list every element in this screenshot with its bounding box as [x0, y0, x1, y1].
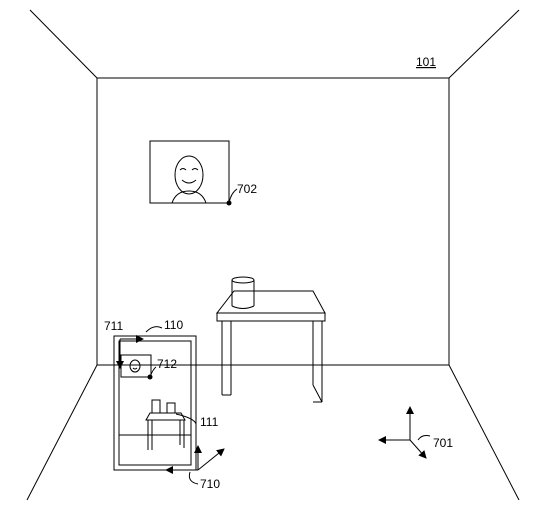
- cup: [231, 276, 255, 309]
- screen-picture-label: 712: [157, 357, 177, 371]
- room-axes-arrows: [378, 406, 431, 459]
- wall-picture-label: 702: [237, 182, 257, 196]
- screen-picture: [120, 354, 152, 378]
- screen-table: [145, 399, 186, 450]
- room-label: 101: [416, 55, 436, 69]
- device-axes-arrows: [165, 445, 225, 485]
- ceiling-edge-right: [448, 9, 520, 79]
- shoulders: [171, 190, 207, 204]
- device-axes-label: 710: [200, 477, 220, 491]
- wall-picture: [149, 140, 238, 206]
- room-axes-label: 701: [433, 436, 453, 450]
- screen-face-icon: [129, 359, 141, 373]
- device-screen: [118, 340, 192, 466]
- device-label: 110: [164, 318, 183, 332]
- device-marker-label: 711: [104, 319, 123, 333]
- face-icon: [174, 155, 204, 195]
- screen-label: 111: [200, 415, 219, 429]
- floor-edge-right: [448, 364, 520, 501]
- table: [215, 290, 326, 403]
- room: [26, 9, 520, 501]
- floor-edge-left: [26, 364, 98, 501]
- back-wall: [96, 77, 450, 366]
- ceiling-edge-left: [29, 9, 98, 79]
- handheld-device: [113, 335, 197, 471]
